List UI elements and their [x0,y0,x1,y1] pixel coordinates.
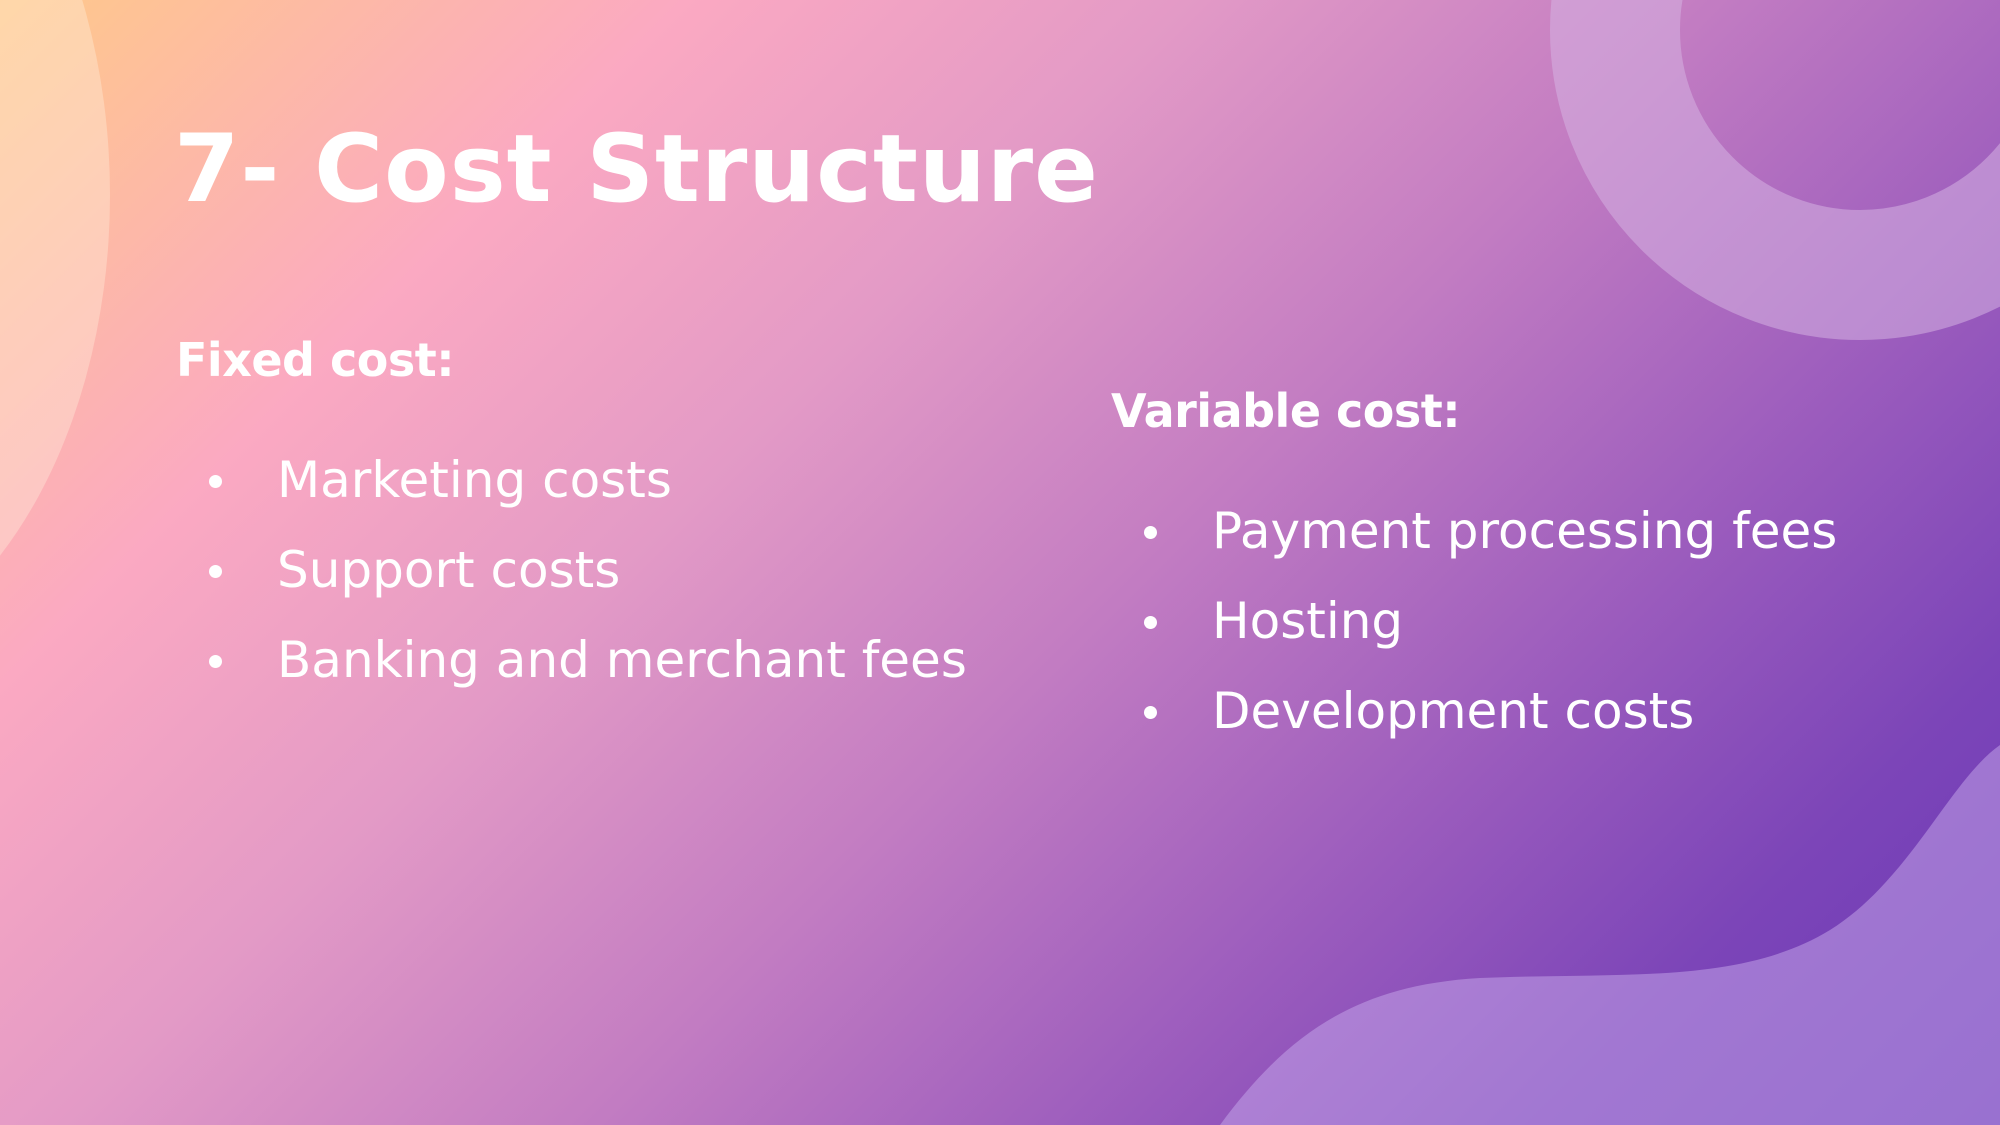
list-item: Development costs [1111,681,1694,771]
list-item-text: Support costs [277,541,621,599]
fixed-cost-list: Marketing costs Support costs Banking an… [176,450,967,720]
list-item-text: Payment processing fees [1212,502,1838,560]
list-item-text: Hosting [1212,592,1404,650]
variable-cost-list: Payment processing fees Hosting Developm… [1111,501,1837,771]
decorative-circle-left [0,0,110,670]
list-item: Support costs [176,540,620,630]
list-item: Payment processing fees [1111,501,1837,591]
bullet-icon [1144,706,1157,719]
list-item-text: Development costs [1212,682,1695,740]
list-item: Hosting [1111,591,1460,681]
decorative-ring-top-right [1550,0,2000,340]
variable-cost-section: Variable cost: Payment processing fees H… [1111,381,1837,771]
bullet-icon [1144,616,1157,629]
variable-cost-heading: Variable cost: [1111,384,1461,438]
fixed-cost-section: Fixed cost: Marketing costs Support cost… [176,330,967,720]
list-item-text: Banking and merchant fees [277,631,967,689]
list-item-text: Marketing costs [277,451,672,509]
slide-title: 7- Cost Structure [174,115,1099,224]
bullet-icon [1144,526,1157,539]
list-item: Banking and merchant fees [176,630,967,720]
list-item: Marketing costs [176,450,672,540]
fixed-cost-heading: Fixed cost: [176,333,455,387]
bullet-icon [209,655,222,668]
bullet-icon [209,565,222,578]
bullet-icon [209,475,222,488]
